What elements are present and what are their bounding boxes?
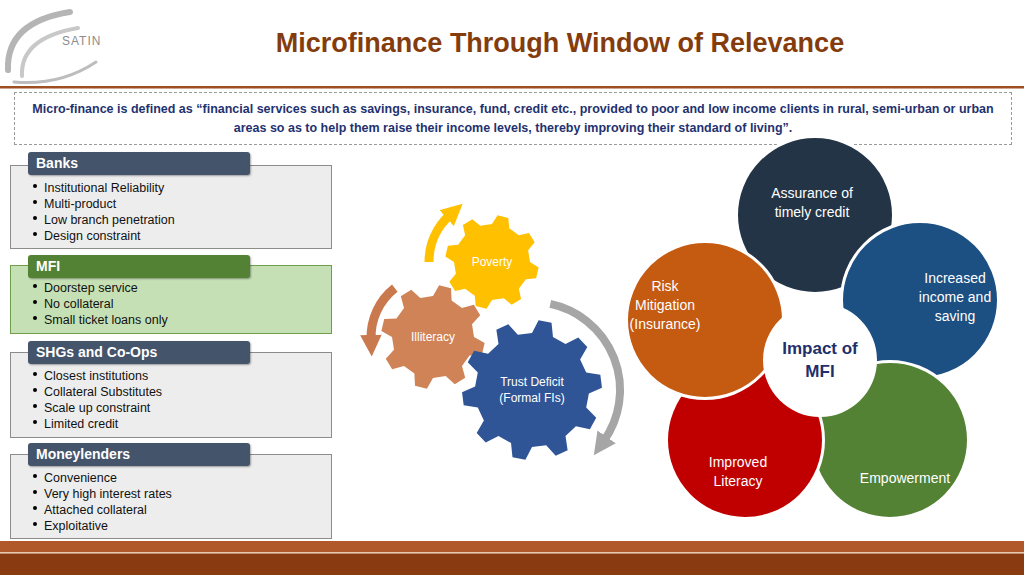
bullet-row: Doorstep service xyxy=(33,280,323,296)
footer-bar xyxy=(0,541,1024,552)
gear-text-box: Trust Deficit (Formal FIs) xyxy=(462,320,602,460)
bullet-list: Institutional ReliabilityMulti-productLo… xyxy=(33,180,323,244)
institution-panel: MoneylendersConvenienceVery high interes… xyxy=(10,443,332,539)
panel-heading: Moneylenders xyxy=(28,443,250,466)
bullet-row: Very high interest rates xyxy=(33,486,323,502)
bullet-dot xyxy=(33,490,37,494)
gear-text-box: Poverty xyxy=(445,215,539,309)
bullet-text: Attached collateral xyxy=(44,502,147,518)
bullet-row: No collateral xyxy=(33,296,323,312)
bullet-dot xyxy=(33,372,37,376)
bullet-row: Scale up constraint xyxy=(33,400,323,416)
petal-label: Increased income and saving xyxy=(910,269,1000,326)
definition-box: Micro-finance is defined as “financial s… xyxy=(14,92,1012,145)
gear-label: Poverty xyxy=(452,254,532,270)
bullet-row: Design constraint xyxy=(33,228,323,244)
gear-shape xyxy=(462,320,602,460)
bullet-row: Attached collateral xyxy=(33,502,323,518)
definition-text: Micro-finance is defined as “financial s… xyxy=(23,100,1003,138)
gear-node: Poverty xyxy=(445,215,539,309)
bullet-text: Design constraint xyxy=(44,228,141,244)
bullet-text: Very high interest rates xyxy=(44,486,172,502)
bullet-row: Closest institutions xyxy=(33,368,323,384)
bullet-text: Exploitative xyxy=(44,518,108,534)
panel-heading: Banks xyxy=(28,152,250,175)
gear-outline xyxy=(462,320,602,459)
bullet-text: Low branch penetration xyxy=(44,212,175,228)
bullet-text: Collateral Substitutes xyxy=(44,384,162,400)
logo-text: SATIN xyxy=(62,34,101,48)
bullet-list: Doorstep serviceNo collateralSmall ticke… xyxy=(33,280,323,328)
bullet-row: Low branch penetration xyxy=(33,212,323,228)
bullet-dot xyxy=(33,316,37,320)
bullet-text: Limited credit xyxy=(44,416,118,432)
institution-panel: BanksInstitutional ReliabilityMulti-prod… xyxy=(10,152,332,249)
footer-bar xyxy=(0,554,1024,575)
gear-node: Illiteracy xyxy=(381,285,485,389)
bullet-row: Multi-product xyxy=(33,196,323,212)
bullet-text: Multi-product xyxy=(44,196,116,212)
bullet-dot xyxy=(33,216,37,220)
impact-petal: Risk Mitigation (Insurance) xyxy=(625,240,785,400)
bullet-text: Convenience xyxy=(44,470,117,486)
gear-outline xyxy=(381,285,484,388)
panel-heading: MFI xyxy=(28,255,250,278)
bullet-text: Closest institutions xyxy=(44,368,148,384)
gear-label: Illiteracy xyxy=(391,329,475,345)
petal-label: Improved Literacy xyxy=(696,453,780,491)
header-rule xyxy=(0,86,1024,89)
bullet-dot xyxy=(33,232,37,236)
gear-label: Trust Deficit (Formal FIs) xyxy=(486,374,578,406)
bullet-dot xyxy=(33,388,37,392)
bullet-row: Institutional Reliability xyxy=(33,180,323,196)
bullet-row: Collateral Substitutes xyxy=(33,384,323,400)
bullet-row: Exploitative xyxy=(33,518,323,534)
bullet-dot xyxy=(33,420,37,424)
hub-label: Impact of MFI xyxy=(772,337,868,383)
bullet-text: Doorstep service xyxy=(44,280,138,296)
petal-label: Assurance of timely credit xyxy=(762,184,862,222)
institution-panel: SHGs and Co-OpsClosest institutionsColla… xyxy=(10,341,332,438)
bullet-dot xyxy=(33,300,37,304)
bullet-row: Limited credit xyxy=(33,416,323,432)
bullet-dot xyxy=(33,184,37,188)
bullet-dot xyxy=(33,506,37,510)
bullet-text: No collateral xyxy=(44,296,113,312)
gear-outline xyxy=(445,215,538,308)
bullet-row: Small ticket loans only xyxy=(33,312,323,328)
logo-swoosh xyxy=(14,62,96,83)
bullet-dot xyxy=(33,522,37,526)
bullet-text: Scale up constraint xyxy=(44,400,150,416)
petal-label: Risk Mitigation (Insurance) xyxy=(625,277,705,334)
bullet-list: ConvenienceVery high interest ratesAttac… xyxy=(33,470,323,534)
panel-heading: SHGs and Co-Ops xyxy=(28,341,250,364)
gear-node: Trust Deficit (Formal FIs) xyxy=(462,320,602,460)
bullet-text: Small ticket loans only xyxy=(44,312,168,328)
bullet-dot xyxy=(33,200,37,204)
slide-title: Microfinance Through Window of Relevance xyxy=(200,26,920,60)
petal-label: Empowerment xyxy=(850,469,960,488)
gear-text-box: Illiteracy xyxy=(381,285,485,389)
impact-hub: Impact of MFI xyxy=(763,303,877,417)
footer-rule xyxy=(0,552,1024,554)
bullet-list: Closest institutionsCollateral Substitut… xyxy=(33,368,323,432)
bullet-text: Institutional Reliability xyxy=(44,180,164,196)
bullet-row: Convenience xyxy=(33,470,323,486)
bullet-dot xyxy=(33,474,37,478)
bullet-dot xyxy=(33,284,37,288)
bullet-dot xyxy=(33,404,37,408)
institution-panel: MFIDoorstep serviceNo collateralSmall ti… xyxy=(10,255,332,334)
